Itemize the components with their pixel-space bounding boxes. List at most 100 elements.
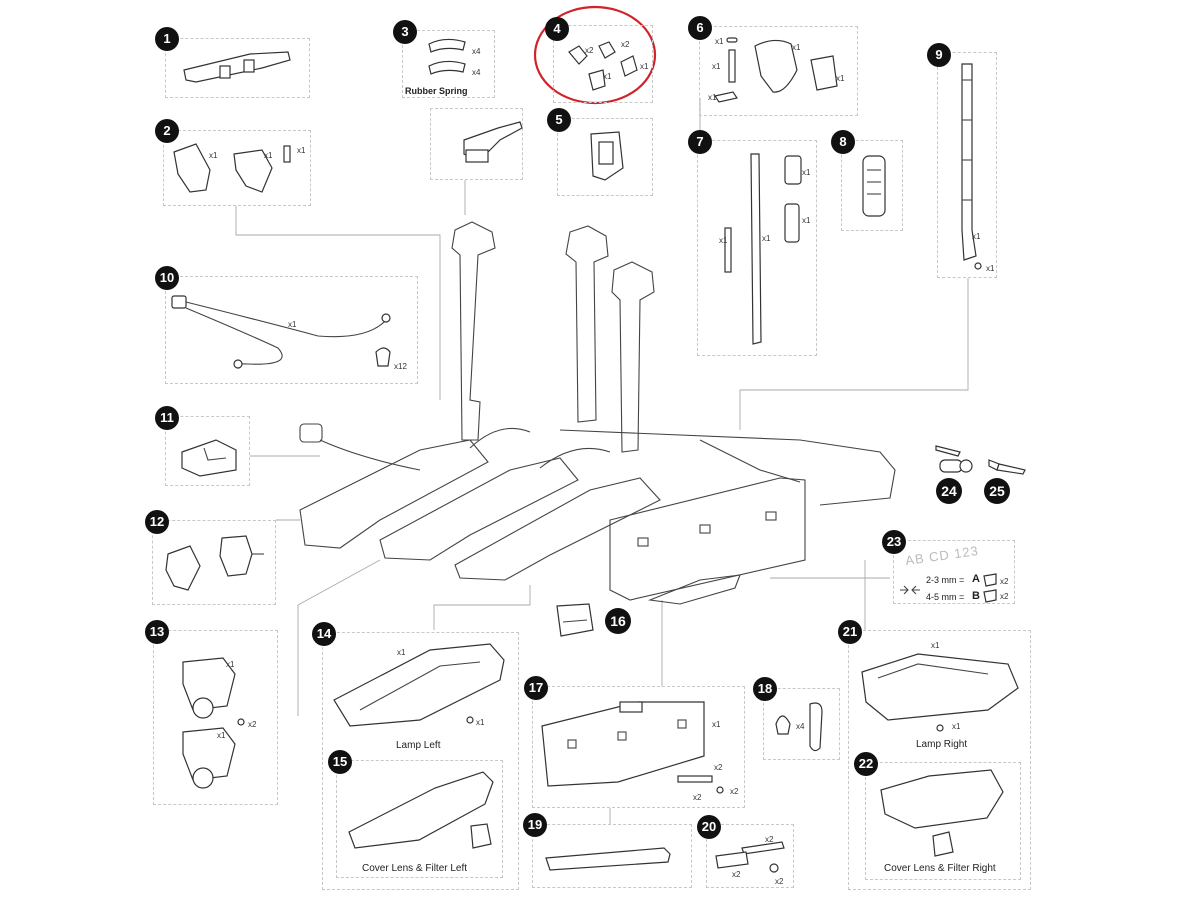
part-17-qty-2: x2	[714, 763, 723, 772]
part-22-label: Cover Lens & Filter Right	[884, 863, 996, 874]
part-14-qty-2: x1	[476, 718, 485, 727]
part-9-qty-1: x1	[972, 232, 981, 241]
part-17-qty-4: x2	[730, 787, 739, 796]
part-2-badge: 2	[155, 119, 179, 143]
part-21-label: Lamp Right	[916, 739, 968, 750]
part-12-badge: 12	[145, 510, 169, 534]
part-21-box	[848, 630, 1031, 890]
part-20-qty-2: x2	[732, 870, 741, 879]
part-18-qty-1: x4	[796, 722, 805, 731]
part-24-badge: 24	[936, 478, 962, 504]
part-9-box	[937, 52, 997, 278]
part-17-badge: 17	[524, 676, 548, 700]
part-8-badge: 8	[831, 130, 855, 154]
part-15-box	[336, 760, 503, 878]
frame-strap-drawing	[961, 63, 982, 270]
part-3-label: Rubber Spring	[405, 86, 468, 96]
part-21-badge: 21	[838, 620, 862, 644]
part-13-qty-1: x1	[226, 660, 235, 669]
part-6-qty-5: x1	[836, 74, 845, 83]
part-20-qty-1: x2	[765, 835, 774, 844]
part-14-box	[322, 632, 519, 890]
part-18-box	[763, 688, 840, 760]
lamp-right-drawing	[861, 653, 1019, 732]
part-13-box	[153, 630, 278, 805]
part-19-box	[532, 824, 692, 888]
part-7-qty-4: x1	[802, 216, 811, 225]
part-9-qty-2: x1	[986, 264, 995, 273]
hinge-bracket-drawing	[165, 535, 264, 591]
part-4-box	[553, 25, 653, 103]
part-23-row2-range: 4-5 mm =	[926, 592, 965, 602]
part-3-qty-2: x4	[472, 68, 481, 77]
lamp-left-drawing	[333, 643, 505, 727]
lock-kit-drawing	[714, 37, 838, 103]
end-cap-rail-drawing	[183, 51, 291, 83]
part-1-box	[165, 38, 310, 98]
part-21-qty-2: x1	[952, 722, 961, 731]
part-3-badge: 3	[393, 20, 417, 44]
part-20-badge: 20	[697, 815, 721, 839]
part-20-qty-3: x2	[775, 877, 784, 886]
part-2-qty-2: x1	[264, 151, 273, 160]
part-13-badge: 13	[145, 620, 169, 644]
part-23-badge: 23	[882, 530, 906, 554]
part-11-box	[165, 416, 250, 486]
part-6-qty-3: x1	[708, 93, 717, 102]
part-17-box	[532, 686, 745, 808]
part-6-qty-4: x1	[792, 43, 801, 52]
part-23-row1-range: 2-3 mm =	[926, 575, 965, 585]
part-5-box	[557, 118, 653, 196]
part-17-qty-1: x1	[712, 720, 721, 729]
part-4-badge: 4	[545, 17, 569, 41]
part-6-qty-2: x1	[712, 62, 721, 71]
part-22-box	[865, 762, 1021, 880]
part-6-box	[699, 26, 858, 116]
part-7-badge: 7	[688, 130, 712, 154]
rubber-spring-drawing	[428, 38, 466, 75]
part-3-box	[402, 30, 495, 98]
part-12-box	[152, 520, 276, 605]
spacer-wedges-drawing	[900, 573, 997, 603]
part-7-box	[697, 140, 817, 356]
part-7-qty-3: x1	[802, 168, 811, 177]
part-3-qty-1: x4	[472, 47, 481, 56]
part-7-qty-1: x1	[719, 236, 728, 245]
part-15-label: Cover Lens & Filter Left	[362, 863, 468, 874]
part-13-qty-3: x1	[217, 731, 226, 740]
part-18-badge: 18	[753, 677, 777, 701]
cover-lens-left-drawing	[348, 771, 494, 849]
part-10-qty-2: x12	[394, 362, 407, 371]
cable-clips-drawing	[775, 702, 823, 752]
number-plate-holder-drawing	[541, 701, 724, 794]
foot-pad-drawing	[181, 439, 237, 477]
part-14-qty-1: x1	[397, 648, 406, 657]
part-4-qty-3: x1	[603, 72, 612, 81]
part-5-badge: 5	[547, 108, 571, 132]
part-23-box	[893, 540, 1015, 604]
part-9-badge: 9	[927, 43, 951, 67]
part-2-box	[163, 130, 311, 206]
clamp-housing-drawing	[173, 143, 291, 193]
part-11-badge: 11	[155, 406, 179, 430]
part-23-row1-letter: A	[972, 573, 980, 585]
part-14-label: Lamp Left	[396, 740, 441, 751]
plug-holder-drawing	[556, 603, 594, 637]
part-4-qty-1: x2	[585, 46, 594, 55]
ratchet-clamp-drawing	[463, 121, 523, 163]
part-10-qty-1: x1	[288, 320, 297, 329]
part-10-badge: 10	[155, 266, 179, 290]
strap-pad-drawing	[862, 155, 886, 217]
part-19-badge: 19	[523, 813, 547, 837]
bolts-nuts-drawing	[715, 841, 785, 873]
part-17-qty-3: x2	[693, 793, 702, 802]
part-25-badge: 25	[984, 478, 1010, 504]
tray-clip-set-drawing	[568, 41, 638, 91]
part-16-badge: 16	[605, 608, 631, 634]
wiring-harness-drawing	[171, 295, 391, 369]
part-15-badge: 15	[328, 750, 352, 774]
